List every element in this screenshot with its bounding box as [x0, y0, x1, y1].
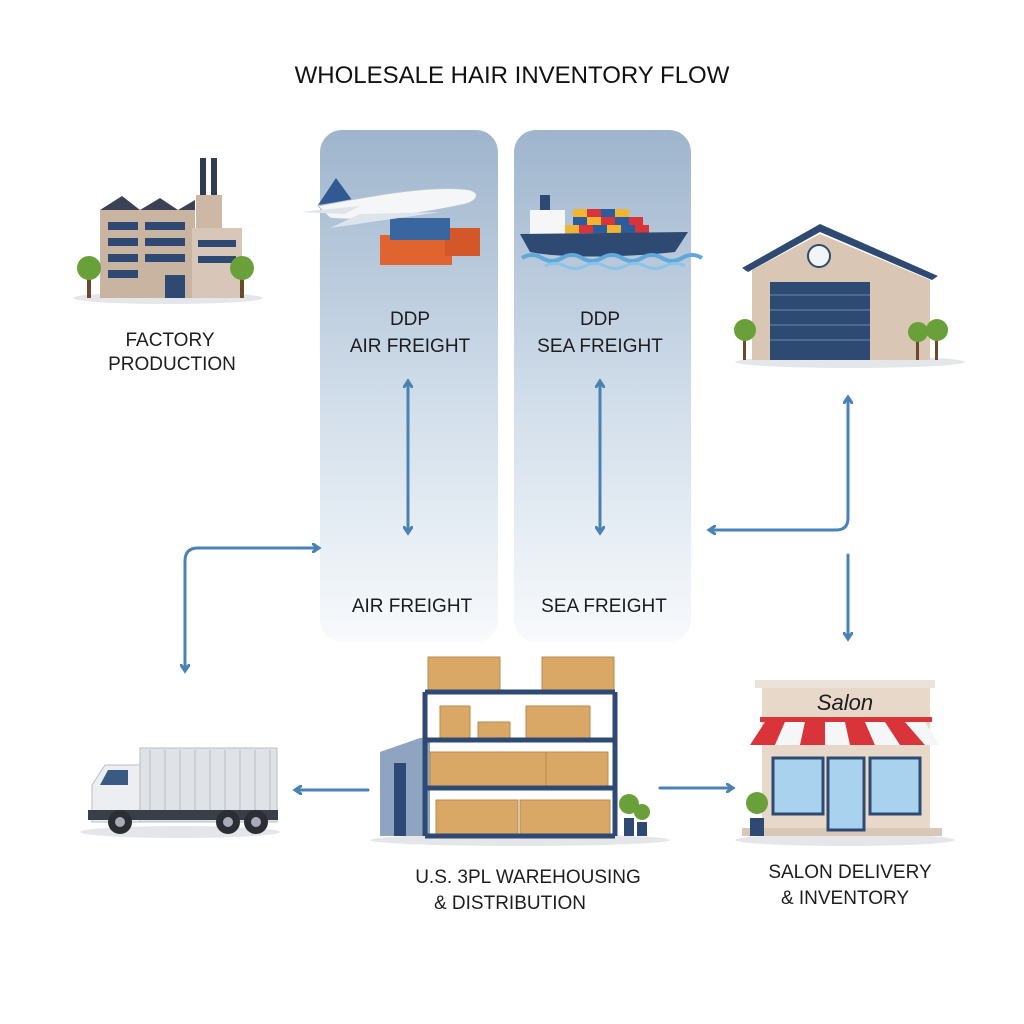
warehouse-shelving-icon: [370, 656, 670, 846]
factory-label-line1: FACTORY: [125, 330, 214, 351]
factory-icon: [73, 158, 263, 304]
salon-label-line1: SALON DELIVERY: [768, 862, 932, 883]
sea-freight-bottom-label: SEA FREIGHT: [541, 596, 667, 617]
salon-sign: Salon: [817, 690, 873, 715]
warehouse-label-line1: U.S. 3PL WAREHOUSING: [415, 867, 641, 888]
airplane-icon: [300, 178, 480, 265]
salon-storefront-icon: [735, 680, 955, 846]
warehouse-label-line2: & DISTRIBUTION: [434, 893, 586, 914]
sea-ddp-label: DDP: [580, 309, 620, 330]
salon-label-line2: & INVENTORY: [781, 888, 909, 909]
factory-label-line2: PRODUCTION: [108, 354, 236, 375]
garage-warehouse-icon: [734, 224, 965, 368]
air-freight-bottom-label: AIR FREIGHT: [352, 596, 473, 617]
factory-connector-arrow: [185, 548, 318, 670]
delivery-truck-icon: [80, 747, 280, 838]
diagram-title: WHOLESALE HAIR INVENTORY FLOW: [295, 62, 730, 89]
garage-connector-arrow: [710, 398, 848, 530]
cargo-ship-icon: [520, 195, 704, 270]
air-ddp-label: DDP: [390, 309, 430, 330]
sea-freight-label: SEA FREIGHT: [537, 336, 663, 357]
air-freight-label: AIR FREIGHT: [350, 336, 471, 357]
